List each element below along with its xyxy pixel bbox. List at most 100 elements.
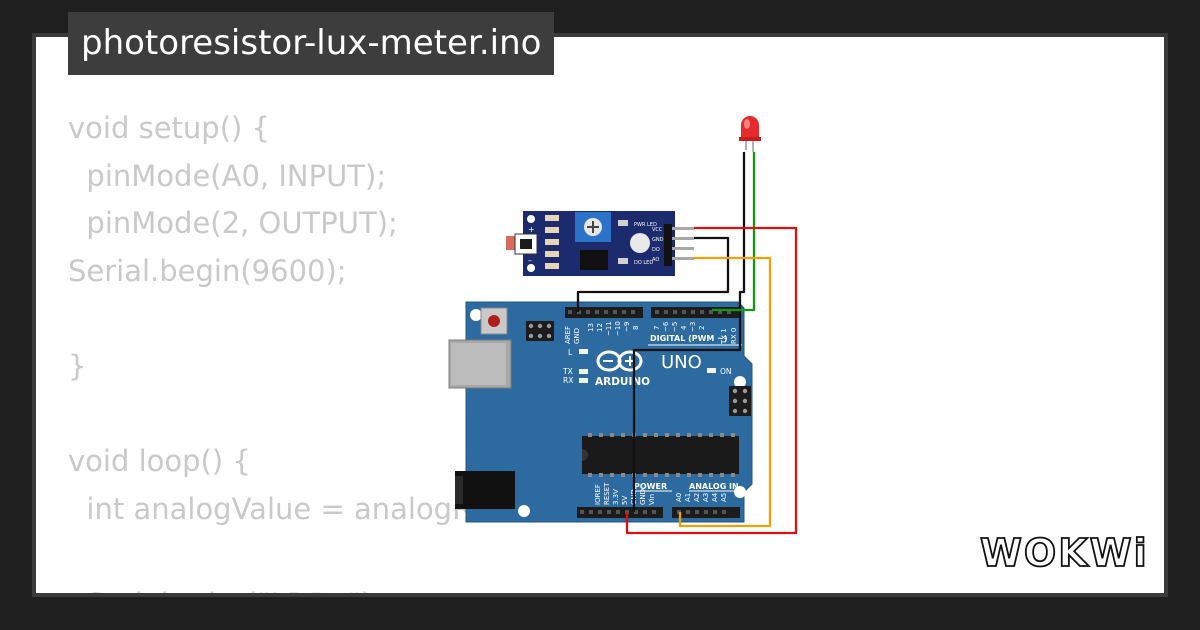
pin-label: A5 xyxy=(720,493,728,502)
chip-pins xyxy=(588,433,735,477)
pin-label: 13 xyxy=(587,323,595,332)
do-led xyxy=(618,258,628,264)
mounting-hole xyxy=(734,376,746,388)
digital-label: DIGITAL (PWM ~) xyxy=(650,334,728,343)
pin-label: ~6 xyxy=(662,321,670,332)
chip-notch xyxy=(582,449,588,461)
pin-label-do: DO xyxy=(652,247,660,253)
code-line: pinMode(A0, INPUT); xyxy=(68,158,387,193)
wire-led-signal[interactable] xyxy=(712,152,756,312)
pin-label: IOREF xyxy=(594,484,602,505)
wire-vcc[interactable] xyxy=(625,226,798,535)
wokwi-logo-text: WOKWi xyxy=(980,531,1149,575)
board-model: UNO xyxy=(661,352,702,373)
bottom-header-pins xyxy=(580,510,726,514)
pin-label: 12 xyxy=(596,323,604,332)
pin-label: ~5 xyxy=(671,322,679,332)
analog-label: ANALOG IN xyxy=(689,482,739,491)
icsp-right-pins xyxy=(732,388,748,414)
sensor-led-labels: PWR LED DO LED xyxy=(634,222,657,266)
pin-label: ~11 xyxy=(605,321,613,336)
photoresistor-body xyxy=(520,239,532,249)
pin-label: ~9 xyxy=(623,322,631,332)
polarity-plus: + xyxy=(528,225,535,234)
polarity-minus: – xyxy=(528,256,532,265)
wires xyxy=(576,152,798,535)
led-label-tx: TX xyxy=(562,367,573,376)
pin-label: A3 xyxy=(702,493,710,502)
pin-label-gnd: GND xyxy=(652,237,664,243)
arduino-logo xyxy=(596,350,643,372)
board-brand: ARDUINO xyxy=(595,376,650,388)
digital-header-pins xyxy=(568,310,731,314)
wire-led-gnd[interactable] xyxy=(632,152,746,512)
photoresistor xyxy=(506,236,516,250)
pin-label: 5V xyxy=(621,496,629,505)
code-line: Serial.begin(9600); xyxy=(68,253,347,288)
pin-label: 7 xyxy=(653,326,661,330)
pin-label: 2 xyxy=(698,326,706,330)
arduino-uno-board[interactable]: AREF GND 13 12 ~11 ~10 ~9 8 7 ~6 ~5 4 ~3… xyxy=(448,301,753,523)
led-body xyxy=(741,116,759,140)
wire-ao[interactable] xyxy=(678,256,772,528)
sensor-hole xyxy=(527,264,535,272)
code-line: void setup() { xyxy=(68,111,270,145)
pin-label-ao: AO xyxy=(652,257,659,263)
pin-label: A1 xyxy=(684,493,692,502)
pin-label-vcc: VCC xyxy=(652,227,663,233)
pin-label: AREF xyxy=(564,326,572,344)
code-line: pinMode(2, OUTPUT); xyxy=(68,206,398,241)
pin-label: GND xyxy=(639,489,647,505)
analog-pin-labels: A0 A1 A2 A3 A4 A5 xyxy=(675,492,728,502)
sensor-pin-labels: VCC GND DO AO xyxy=(652,227,664,263)
pin-label: 8 xyxy=(632,326,640,330)
pin-label: ~3 xyxy=(689,322,697,332)
pin-label: RX 0 xyxy=(730,328,738,344)
pin-label: Vin xyxy=(648,494,656,505)
reset-button-cap xyxy=(488,315,500,327)
red-led[interactable] xyxy=(739,116,761,152)
pin-label: TX 1 xyxy=(720,328,728,345)
wire-gnd[interactable] xyxy=(576,236,730,312)
sensor-hole xyxy=(527,215,535,223)
pin-label: 4 xyxy=(680,325,688,330)
sensor-white-dot xyxy=(630,233,650,253)
power-jack-rim xyxy=(455,476,463,504)
mounting-hole xyxy=(470,309,482,321)
pin-label: A0 xyxy=(675,493,683,502)
led-highlight xyxy=(744,119,750,129)
led-rim xyxy=(739,137,761,141)
wokwi-logo: WOKWi xyxy=(979,530,1149,576)
ldr-sensor-module[interactable]: + – PWR LED DO LED VCC GND DO xyxy=(506,211,694,276)
led-label-on: ON xyxy=(720,367,732,376)
sensor-header xyxy=(664,224,672,266)
mounting-hole xyxy=(518,505,530,517)
smd-resistors xyxy=(545,215,559,269)
reset-button[interactable] xyxy=(480,307,508,335)
digital-header-right xyxy=(651,307,741,318)
power-label: POWER xyxy=(634,482,667,491)
pin-label: RESET xyxy=(603,482,611,505)
pin-label: GND xyxy=(573,328,581,344)
code-line: Serial.print("LDR: "); xyxy=(68,587,381,593)
pwr-led xyxy=(618,220,628,226)
pin-label: ~10 xyxy=(614,321,622,336)
led-label-rx: RX xyxy=(563,376,573,385)
atmega-chip xyxy=(582,436,739,474)
top-pin-labels: AREF GND 13 12 ~11 ~10 ~9 8 7 ~6 ~5 4 ~3… xyxy=(564,321,738,345)
pwr-led-label: PWR LED xyxy=(634,222,657,228)
pin-label: 3.3V xyxy=(612,489,620,505)
onboard-leds xyxy=(579,349,716,383)
icsp-header-right xyxy=(729,386,751,416)
do-led-label: DO LED xyxy=(634,260,653,266)
code-line: } xyxy=(68,348,87,383)
mounting-hole xyxy=(734,486,746,498)
project-title: photoresistor-lux-meter.ino xyxy=(68,12,555,75)
sensor-header-pins xyxy=(672,227,694,260)
comparator-ic xyxy=(580,250,608,270)
code-line: void loop() { xyxy=(68,444,251,479)
led-labels: L TX RX ON xyxy=(562,348,732,385)
led-label-l: L xyxy=(568,348,573,357)
icsp-pins xyxy=(528,323,552,339)
